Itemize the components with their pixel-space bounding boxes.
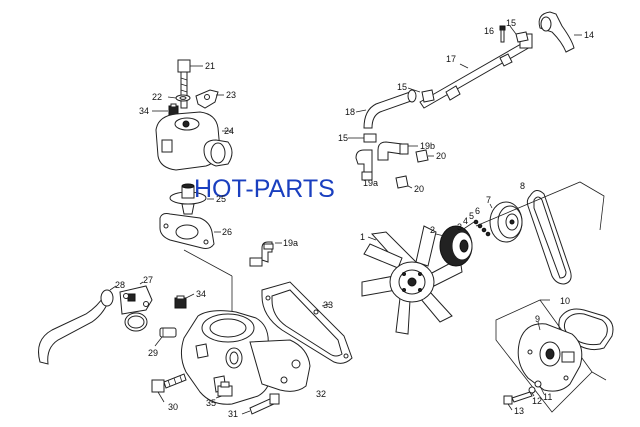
bolt-30: [151, 373, 187, 403]
washer-22: [167, 94, 191, 102]
fan-clutch-2: [435, 225, 473, 267]
label-part-7: 7: [486, 195, 491, 205]
elbow-19a: [249, 241, 282, 267]
label-part-9: 9: [535, 314, 540, 324]
hose-28: [38, 285, 117, 365]
water-pump-9: [517, 321, 583, 392]
label-part-15b: 15: [397, 82, 407, 92]
hose-19a-lower: [355, 149, 373, 181]
clamp-15-middle: [407, 87, 435, 103]
fitting-35: [215, 381, 233, 399]
clamp-15-lower: [348, 133, 377, 143]
label-part-8: 8: [520, 181, 525, 191]
plug-34-top: [152, 103, 179, 116]
pulley-7: [489, 201, 523, 243]
label-part-19a-mid: 19a: [363, 178, 378, 188]
thermostat-housing-24: [155, 111, 233, 171]
hose-14: [538, 11, 582, 53]
belt-8: [526, 190, 572, 285]
label-part-26: 26: [222, 227, 232, 237]
label-part-10: 10: [560, 296, 570, 306]
label-part-22: 22: [152, 92, 162, 102]
label-part-12: 12: [532, 396, 542, 406]
label-part-31: 31: [228, 409, 238, 419]
o-ring: [124, 312, 148, 332]
label-part-11: 11: [543, 392, 552, 402]
label-part-34b: 34: [196, 289, 206, 299]
bracket-23: [195, 89, 224, 109]
label-part-23: 23: [226, 90, 236, 100]
hose-18: [355, 89, 417, 129]
label-part-1: 1: [360, 232, 365, 242]
label-part-17: 17: [446, 54, 456, 64]
bolt-31: [241, 393, 280, 415]
bolts-washers-3-6: [461, 219, 491, 237]
pin-29: [154, 327, 177, 347]
label-part-25: 25: [216, 194, 226, 204]
bolt-16: [499, 25, 506, 43]
label-part-24: 24: [224, 126, 234, 136]
watermark-text: HOT-PARTS: [194, 175, 335, 203]
label-part-21: 21: [205, 61, 215, 71]
thermostat-25: [169, 183, 214, 215]
label-part-14: 14: [584, 30, 594, 40]
label-part-33: 33: [323, 300, 333, 310]
label-part-5: 5: [469, 211, 474, 221]
plug-20-lower: [395, 175, 413, 189]
label-part-4: 4: [463, 216, 468, 226]
part-labels: 1 2 3 4 5 6 7 8 9 10 11 12 13 14 15 15 1…: [115, 18, 594, 419]
gasket-33: [261, 281, 353, 364]
label-part-2: 2: [430, 225, 435, 235]
label-part-19a-top: 19a: [283, 238, 298, 248]
label-part-35: 35: [206, 398, 216, 408]
label-part-18: 18: [345, 107, 355, 117]
label-part-20b: 20: [414, 184, 424, 194]
bolt-13: [503, 391, 533, 411]
label-part-19b: 19b: [420, 141, 435, 151]
plug-34-middle: [174, 293, 195, 309]
label-part-15a: 15: [506, 18, 516, 28]
pump-housing: [180, 310, 311, 405]
washer-11: [534, 380, 545, 395]
label-part-30: 30: [168, 402, 178, 412]
label-part-16: 16: [484, 26, 494, 36]
label-part-34a: 34: [139, 106, 149, 116]
plug-20-upper: [415, 149, 434, 163]
label-part-32: 32: [316, 389, 326, 399]
label-part-29: 29: [148, 348, 158, 358]
clamp-15-top: [509, 25, 529, 43]
washer-12: [528, 386, 536, 397]
pipe-17: [419, 33, 533, 109]
hose-19b: [377, 141, 418, 161]
label-part-3: 3: [457, 222, 462, 232]
bolt-21: [177, 59, 203, 109]
gasket-26: [159, 213, 221, 249]
label-part-15c: 15: [338, 133, 348, 143]
fitting-27: [119, 281, 153, 315]
label-part-13: 13: [514, 406, 524, 416]
label-part-20a: 20: [436, 151, 446, 161]
label-part-27: 27: [143, 275, 153, 285]
label-part-28: 28: [115, 280, 125, 290]
label-part-6: 6: [475, 206, 480, 216]
